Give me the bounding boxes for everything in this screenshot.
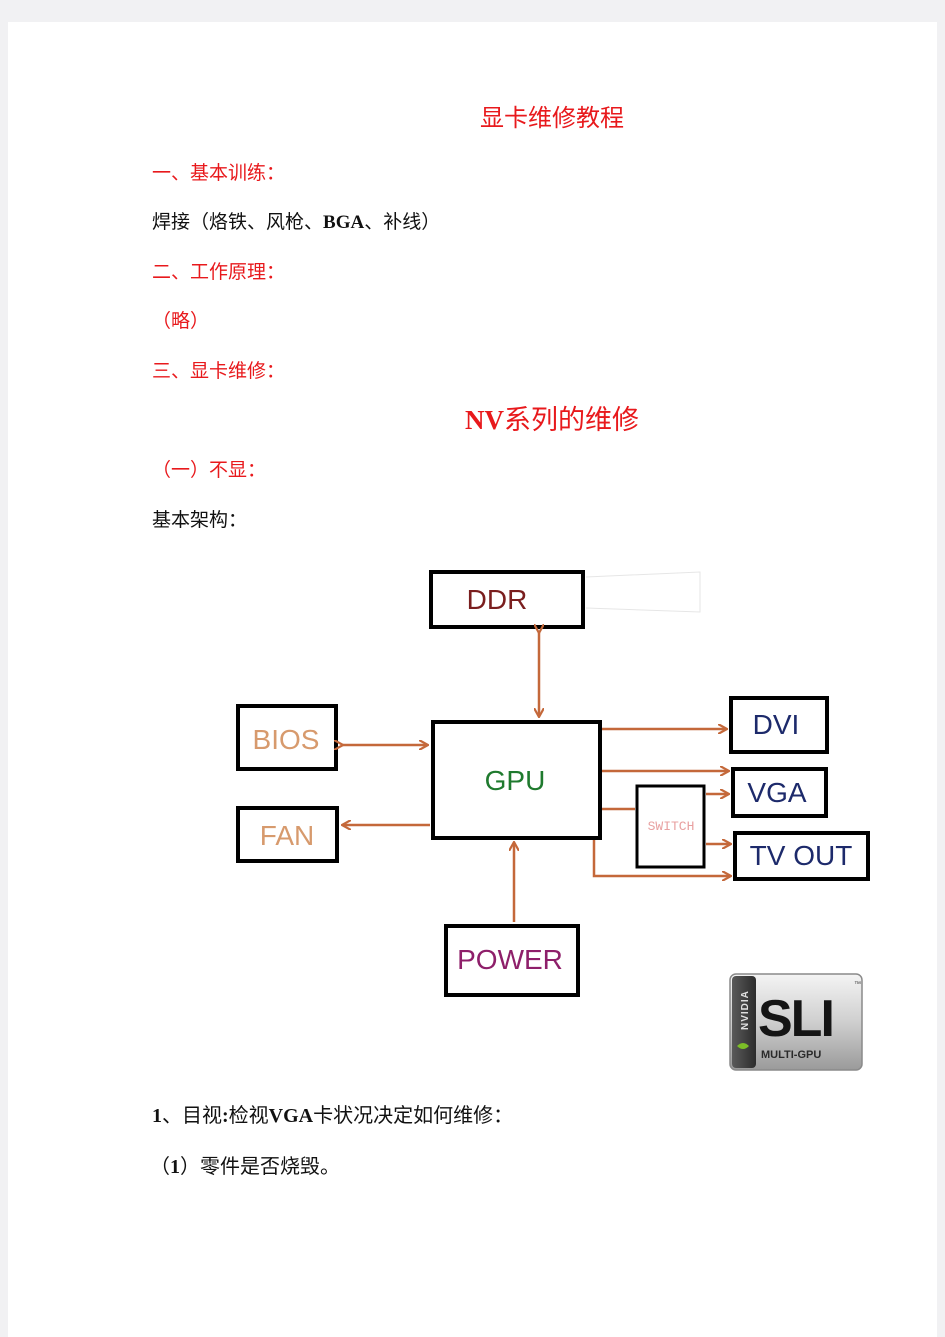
switch-box bbox=[635, 784, 706, 869]
gpu-label: GPU bbox=[485, 765, 546, 796]
badge-frame bbox=[729, 973, 863, 1071]
document-page bbox=[8, 22, 937, 1337]
item-1-1-text: ）零件是否烧毁。 bbox=[180, 1154, 340, 1178]
sli-mark: SLI bbox=[758, 990, 833, 1048]
switch-label: SWITCH bbox=[648, 819, 695, 834]
item-1-text-b: 检视 bbox=[228, 1103, 269, 1127]
dvi-label: DVI bbox=[753, 709, 800, 740]
item-1-colon: : bbox=[222, 1105, 229, 1127]
ddr-label: DDR bbox=[467, 584, 528, 615]
welding-line: 焊接（烙铁、风枪、BGA、补线） bbox=[152, 207, 440, 234]
power-box bbox=[444, 924, 580, 997]
heading-card-repair: 三、显卡维修： bbox=[152, 360, 286, 382]
vga-box bbox=[731, 767, 828, 818]
gpu-tvout-arrow bbox=[592, 840, 730, 876]
item-1-text-c: 卡状况决定如何维修： bbox=[313, 1103, 514, 1127]
vga-label: VGA bbox=[747, 777, 806, 808]
fan-box bbox=[236, 806, 339, 863]
heading-basic-training: 一、基本训练： bbox=[152, 162, 286, 184]
badge-side-strip bbox=[732, 976, 756, 1068]
power-label: POWER bbox=[457, 944, 563, 975]
item-1-1-open: （ bbox=[150, 1154, 170, 1178]
dvi-box bbox=[729, 696, 829, 754]
tvout-box bbox=[733, 831, 870, 881]
multi-gpu-caption: MULTI-GPU bbox=[761, 1049, 821, 1061]
bios-box bbox=[236, 704, 338, 771]
nvidia-sli-logo: NVIDIA SLI MULTI-GPU ™ bbox=[729, 973, 863, 1071]
item-1-vga: VGA bbox=[268, 1105, 314, 1127]
item-1-1-number: 1 bbox=[170, 1156, 180, 1178]
omitted-note: （略） bbox=[152, 310, 210, 332]
welding-bga: BGA bbox=[323, 212, 365, 233]
nv-series-latin: NV bbox=[465, 405, 504, 435]
nvidia-wordmark: NVIDIA bbox=[740, 990, 751, 1030]
subheading-no-display: （一）不显： bbox=[152, 459, 267, 481]
trademark-mark: ™ bbox=[854, 981, 861, 988]
ddr-box bbox=[429, 570, 585, 629]
fan-label: FAN bbox=[260, 820, 314, 851]
scan-artifact bbox=[585, 571, 701, 613]
welding-suffix: 、补线） bbox=[364, 211, 441, 233]
heading-working-principle: 二、工作原理： bbox=[152, 261, 286, 283]
document-title: 显卡维修教程 bbox=[480, 104, 624, 132]
gpu-box bbox=[431, 720, 602, 840]
item-1-number: 1 bbox=[152, 1105, 162, 1127]
welding-prefix: 焊接（烙铁、风枪、 bbox=[152, 211, 324, 233]
item-1-text-a: 、目视 bbox=[162, 1103, 222, 1127]
nv-series-rest: 系列的维修 bbox=[504, 405, 639, 436]
basic-architecture-label: 基本架构： bbox=[152, 509, 248, 531]
nvidia-eye-icon bbox=[737, 1043, 749, 1049]
tvout-label: TV OUT bbox=[750, 840, 853, 871]
item-1-1-parts-burnt: （1）零件是否烧毁。 bbox=[150, 1150, 340, 1179]
bios-label: BIOS bbox=[253, 724, 320, 755]
nv-series-title: NV系列的维修 bbox=[0, 398, 945, 437]
item-1-visual-inspection: 1、目视:检视VGA卡状况决定如何维修： bbox=[152, 1099, 513, 1128]
